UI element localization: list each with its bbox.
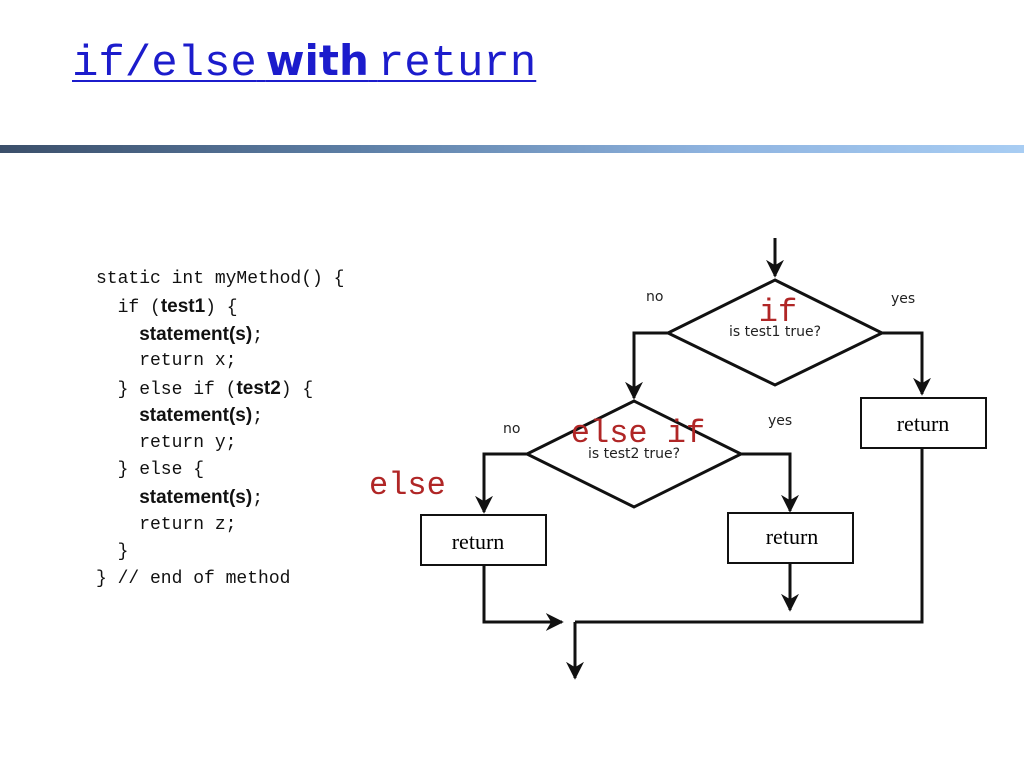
- code-line-5: } else if (test2) {: [96, 378, 314, 401]
- decision2-no-arrow: [475, 452, 527, 514]
- title-code-return: return: [377, 39, 537, 89]
- return3-merge-line: [575, 448, 924, 624]
- code-statements-3: statement(s): [139, 487, 253, 509]
- decision2-question: is test2 true?: [588, 446, 680, 462]
- code-block: static int myMethod() { if (test1) { sta…: [96, 266, 344, 594]
- code-line-8: } else {: [96, 460, 205, 481]
- decision2-yes-label: yes: [768, 413, 792, 429]
- code-line-9: statement(s);: [139, 487, 264, 510]
- code-line-12: } // end of method: [96, 569, 291, 590]
- code-line-10: return z;: [96, 514, 237, 535]
- decision1-yes-arrow: [882, 331, 931, 396]
- decision1-no-arrow: [625, 331, 668, 400]
- code-line-2: if (test1) {: [96, 296, 238, 319]
- return-box-right-frame: [860, 397, 987, 449]
- decision1-yes-label: yes: [891, 291, 915, 307]
- return-box-middle-label: return: [766, 524, 819, 549]
- code-line-11: }: [96, 541, 129, 562]
- return-box-right-label: return: [897, 411, 950, 436]
- code-statements-1: statement(s): [139, 323, 253, 345]
- decision2-diamond: [523, 399, 745, 509]
- decision2-yes-arrow: [741, 452, 799, 513]
- title-gradient-bar: [0, 145, 1024, 153]
- decision1-diamond: [664, 278, 886, 387]
- decision1-no-label: no: [646, 289, 663, 305]
- slide-title: if/else with return: [72, 39, 537, 89]
- code-test2: test2: [236, 378, 281, 400]
- code-line-6: statement(s);: [139, 405, 264, 428]
- decision2-no-label: no: [503, 421, 520, 437]
- code-line-7: return y;: [96, 432, 237, 453]
- else-overlay-label: else: [369, 467, 446, 504]
- title-with: with: [265, 36, 369, 85]
- code-test1: test1: [160, 296, 206, 318]
- return1-out-arrow: [482, 565, 564, 631]
- code-line-3: statement(s);: [139, 323, 264, 346]
- return-box-middle-frame: [727, 512, 854, 564]
- return-box-left-label: return: [452, 529, 505, 554]
- code-line-1: static int myMethod() {: [96, 269, 345, 289]
- code-statements-2: statement(s): [139, 405, 253, 427]
- title-code-if-else: if/else: [72, 39, 257, 89]
- if-overlay-label: if: [759, 294, 797, 331]
- else-if-overlay-label: else if: [571, 415, 705, 452]
- return-box-left-frame: [420, 514, 547, 566]
- decision1-question: is test1 true?: [729, 324, 821, 340]
- code-line-4: return x;: [96, 350, 237, 371]
